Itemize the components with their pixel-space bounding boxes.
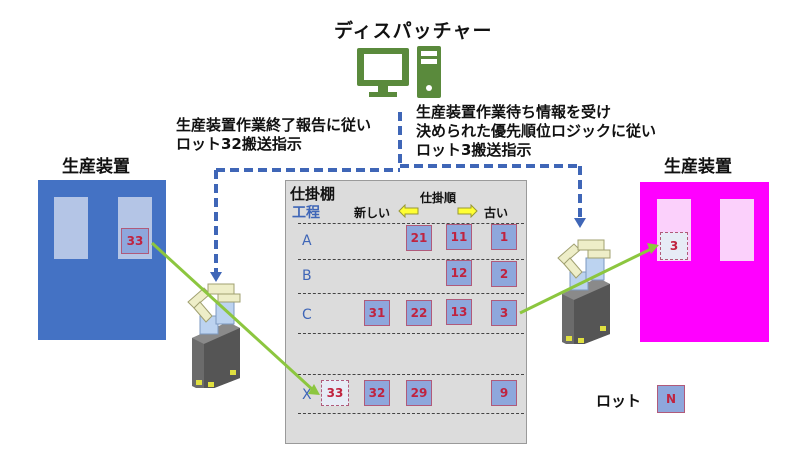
row-divider	[298, 333, 524, 334]
arrow-right-icon	[457, 204, 478, 218]
lot-box[interactable]: 13	[446, 299, 472, 325]
instruction-right-line: 決められた優先順位ロジックに従い	[416, 122, 657, 140]
computer-icon	[357, 46, 441, 98]
process-label: X	[302, 387, 312, 403]
instruction-right-line: ロット3搬送指示	[416, 141, 532, 159]
process-label: A	[302, 233, 312, 249]
lot-box[interactable]: 32	[364, 380, 390, 406]
arrow-left-icon	[398, 204, 419, 218]
transfer-line-right	[519, 247, 652, 315]
lot-box[interactable]: 12	[446, 260, 472, 286]
equipment-right-port-2	[720, 199, 754, 261]
equipment-left[interactable]: 33	[38, 180, 166, 340]
newer-label: 新しい	[354, 206, 391, 220]
lot-box[interactable]: 33	[121, 228, 149, 254]
process-label: C	[302, 307, 312, 323]
arrow-head-right	[574, 218, 586, 228]
equipment-left-title: 生産装置	[62, 157, 130, 177]
instruction-left-line: ロット32搬送指示	[176, 135, 302, 153]
robot-left-icon	[187, 283, 241, 388]
row-divider	[298, 259, 524, 260]
lot-box[interactable]: 9	[491, 380, 517, 406]
lot-box[interactable]: 1	[491, 224, 517, 250]
instruction-right-line: 生産装置作業待ち情報を受け	[416, 103, 612, 121]
arrow-head-left	[210, 272, 222, 282]
equipment-right-title: 生産装置	[664, 157, 732, 177]
older-label: 古い	[484, 206, 509, 220]
equipment-right[interactable]: 3	[640, 182, 769, 342]
transfer-head-right	[647, 243, 659, 254]
lot-box[interactable]: 29	[406, 380, 432, 406]
lot-box-incoming[interactable]: 3	[660, 232, 688, 260]
process-label: B	[302, 268, 312, 284]
equipment-left-port-1	[54, 197, 88, 259]
lot-box[interactable]: 31	[364, 300, 390, 326]
order-label: 仕掛順	[420, 191, 457, 205]
transfer-line-left	[150, 241, 315, 392]
lot-box[interactable]: 3	[491, 300, 517, 326]
instruction-left: 生産装置作業終了報告に従い ロット32搬送指示	[176, 116, 371, 154]
lot-box[interactable]: 21	[406, 225, 432, 251]
legend-lot-sample: N	[657, 385, 685, 413]
transfer-head-left	[308, 384, 320, 395]
dispatcher-title: ディスパッチャー	[334, 20, 493, 42]
lot-box[interactable]: 11	[446, 224, 472, 250]
row-divider	[298, 413, 524, 414]
row-divider	[298, 374, 524, 375]
row-divider	[298, 293, 524, 294]
process-header: 工程	[292, 205, 320, 221]
instruction-left-line: 生産装置作業終了報告に従い	[176, 116, 372, 134]
instruction-right: 生産装置作業待ち情報を受け 決められた優先順位ロジックに従い ロット3搬送指示	[416, 103, 656, 160]
robot-right-icon	[557, 239, 611, 344]
wip-shelf: 仕掛棚 工程 仕掛順 新しい 古い A 21 11 1 B 12 2 C 31 …	[285, 180, 527, 444]
lot-box[interactable]: 2	[491, 261, 517, 287]
legend-label: ロット	[596, 392, 642, 410]
shelf-title: 仕掛棚	[290, 185, 336, 203]
row-divider	[298, 223, 524, 224]
lot-box[interactable]: 22	[406, 300, 432, 326]
lot-box-incoming[interactable]: 33	[321, 380, 349, 406]
